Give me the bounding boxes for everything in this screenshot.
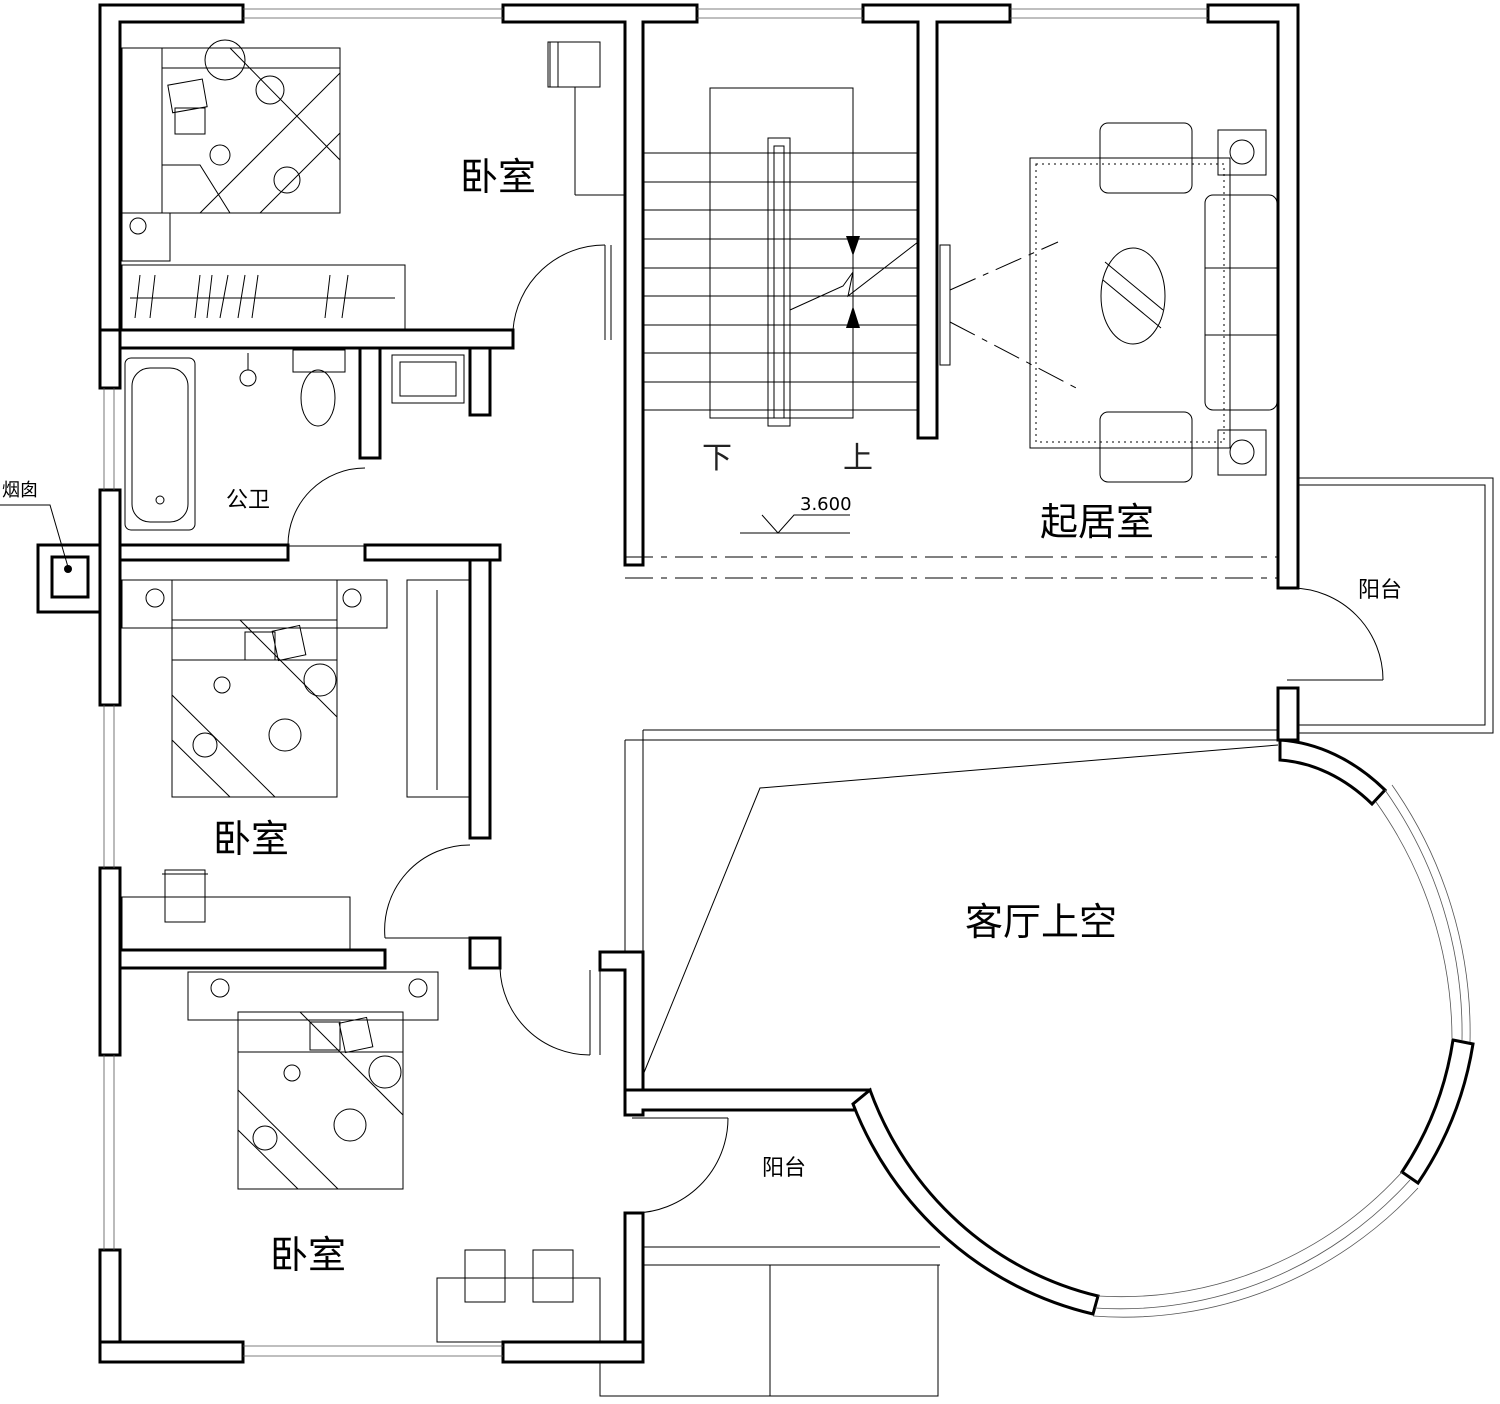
bathroom-fixtures — [124, 349, 465, 531]
label-bathroom: 公卫 — [226, 488, 270, 513]
living-room-furniture — [939, 122, 1278, 483]
interior-walls — [118, 328, 1475, 1316]
top-bedroom-furniture — [121, 39, 625, 331]
stair-down-label: 下 — [702, 441, 732, 476]
label-void: 客厅上空 — [965, 900, 1117, 944]
chimney-label: 烟囱 — [2, 480, 38, 501]
label-bedroom-top: 卧室 — [460, 155, 536, 199]
label-bedroom-middle: 卧室 — [213, 817, 289, 861]
stair-up-label: 上 — [843, 441, 873, 476]
room-labels: 卧室 公卫 起居室 阳台 卧室 客厅上空 阳台 卧室 — [213, 155, 1402, 1277]
label-bedroom-bottom: 卧室 — [270, 1233, 346, 1277]
label-balcony-south: 阳台 — [762, 1156, 806, 1181]
bottom-bedroom-furniture — [187, 971, 601, 1343]
middle-bedroom-furniture — [121, 579, 471, 951]
label-living-room: 起居室 — [1040, 500, 1154, 544]
stair-treads — [643, 152, 918, 411]
windows — [103, 8, 1208, 1357]
label-balcony-east: 阳台 — [1358, 578, 1402, 603]
void-curved-window — [1092, 784, 1471, 1318]
outer-walls — [36, 3, 1300, 1364]
staircase: 下 上 3.600 — [643, 87, 919, 534]
balcony-outlines — [599, 477, 1494, 1397]
chimney-leader: 烟囱 — [0, 480, 72, 573]
elevation-label: 3.600 — [800, 494, 852, 515]
doors — [287, 244, 1384, 1214]
